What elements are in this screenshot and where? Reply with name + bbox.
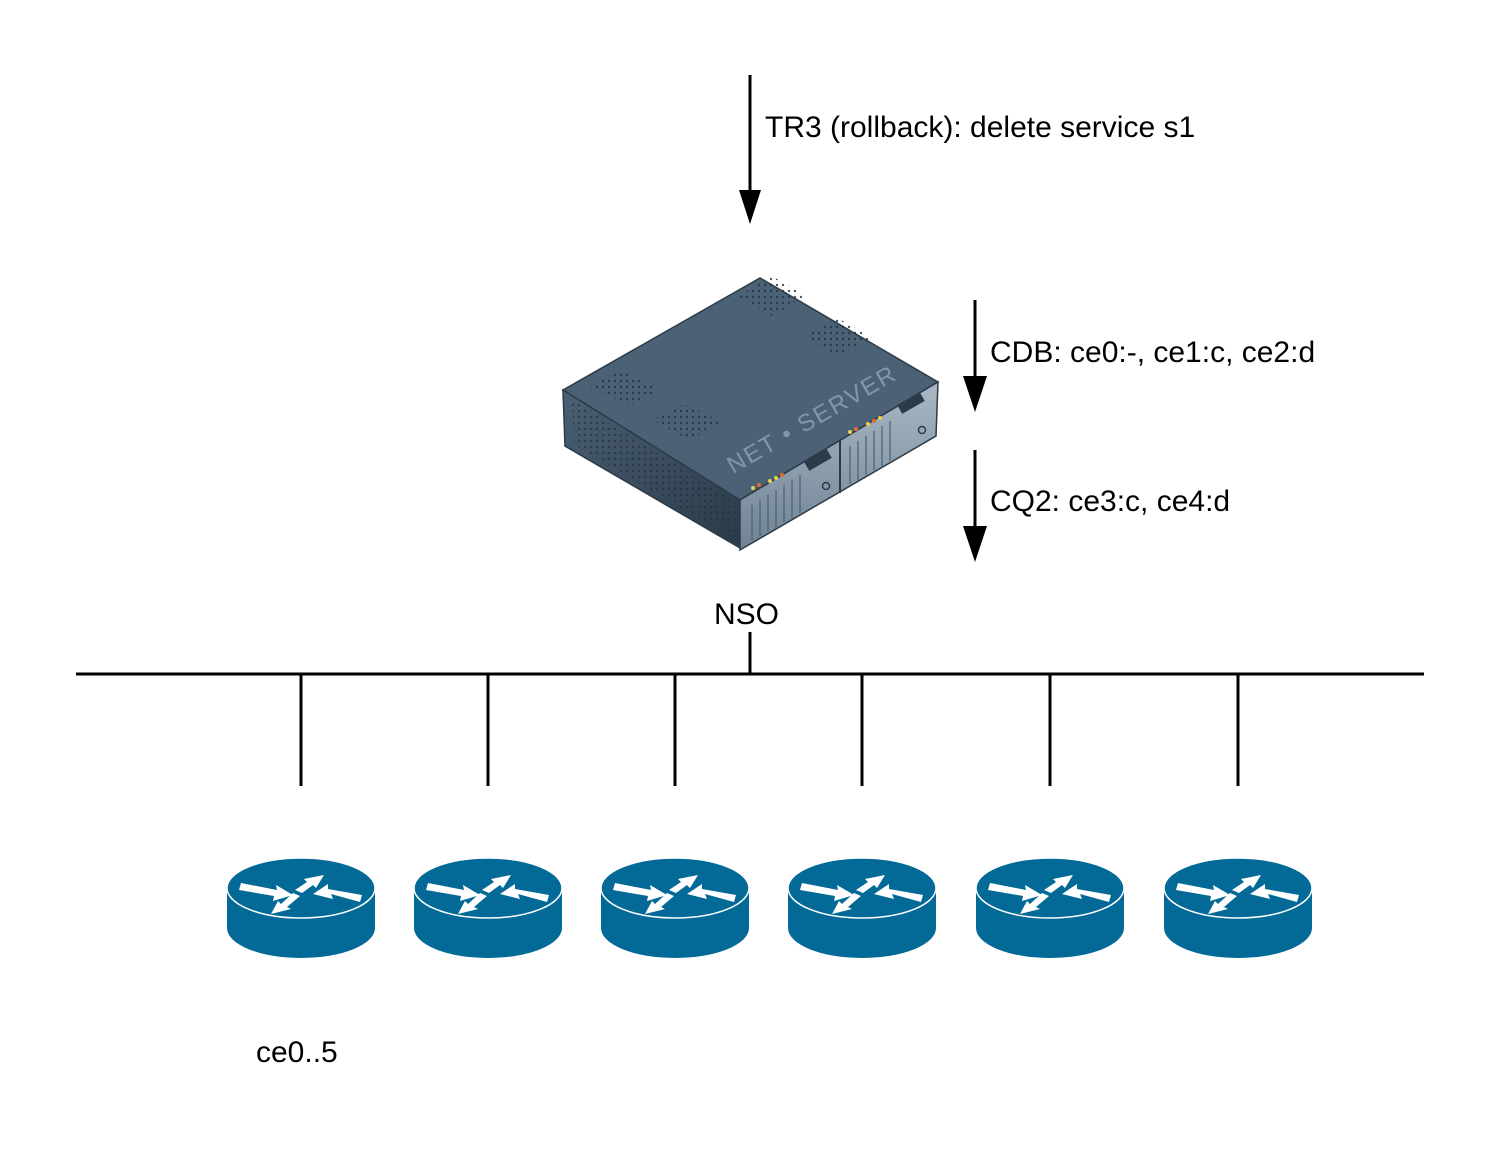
router-drop-lines <box>299 674 1240 786</box>
router-icon <box>600 857 750 959</box>
network-bus <box>76 632 1424 676</box>
server-icon: NET • SERVER <box>561 276 940 552</box>
cdb-arrow <box>963 300 987 412</box>
cq-label: CQ2: ce3:c, ce4:d <box>990 485 1231 518</box>
top-arrow <box>739 75 761 224</box>
router-icon <box>413 857 563 959</box>
top-arrow-label: TR3 (rollback): delete service s1 <box>765 111 1196 144</box>
router-icon <box>226 857 376 959</box>
router-icon <box>1163 857 1313 959</box>
nso-label: NSO <box>714 598 780 631</box>
cdb-label: CDB: ce0:-, ce1:c, ce2:d <box>990 336 1316 369</box>
cq-arrow <box>963 450 987 562</box>
routers-group <box>226 857 1313 959</box>
router-icon <box>975 857 1125 959</box>
routers-group-label: ce0..5 <box>256 1036 338 1069</box>
router-icon <box>787 857 937 959</box>
